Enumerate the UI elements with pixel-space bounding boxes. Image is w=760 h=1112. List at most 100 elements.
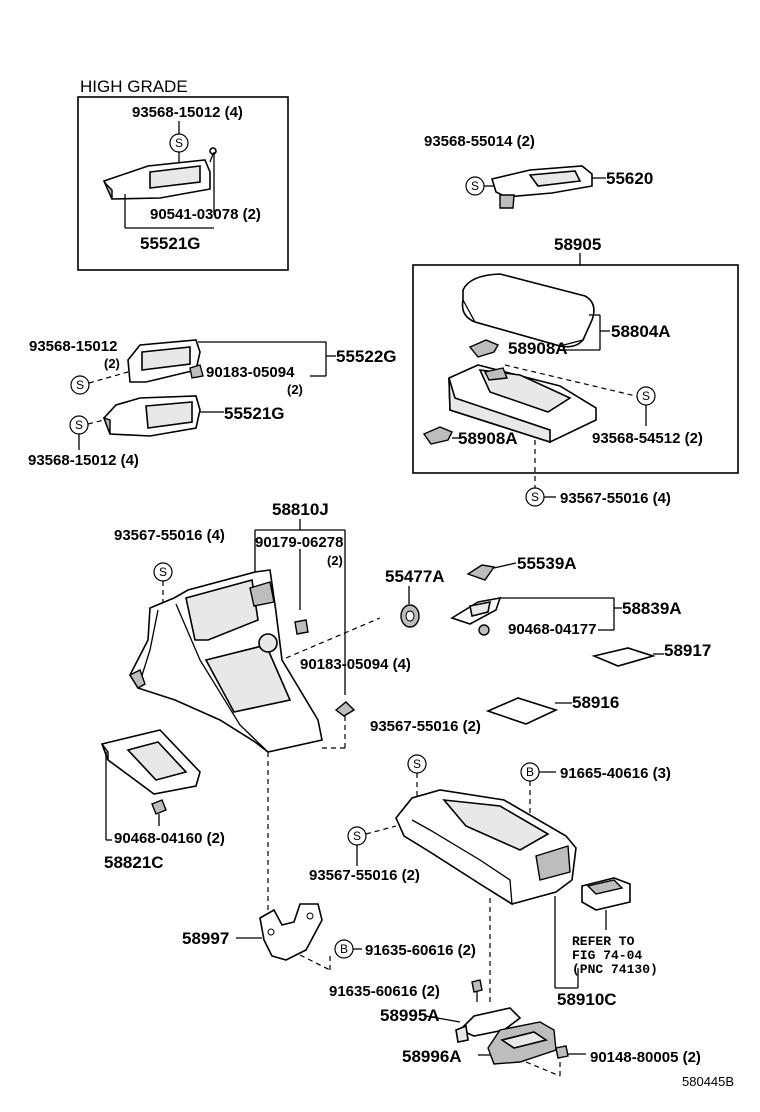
label-58997[interactable]: 58997 <box>182 929 229 948</box>
part-58839A-drawing <box>450 596 502 625</box>
label-55522G[interactable]: 55522G <box>336 347 397 366</box>
part-58996A-drawing <box>487 1021 557 1065</box>
high-grade-section: HIGH GRADE 93568-15012 (4) S 90541-03078… <box>77 77 289 271</box>
label-90183-05094-2[interactable]: 90183-05094 <box>206 364 295 381</box>
b-symbol-icon: B <box>520 762 540 782</box>
label-58810J[interactable]: 58810J <box>272 500 329 519</box>
part-58908A-lower-drawing <box>422 426 453 445</box>
part-55539A-drawing <box>466 564 496 581</box>
label-91665-40616[interactable]: 91665-40616 (3) <box>560 765 671 782</box>
part-58997-drawing <box>259 903 323 961</box>
label-93567-55016-4-mid[interactable]: 93567-55016 (4) <box>560 490 671 507</box>
s-symbol-icon: S <box>465 176 485 196</box>
part-58908A-upper-drawing <box>468 339 500 358</box>
s-symbol-icon: S <box>69 415 89 435</box>
label-58996A[interactable]: 58996A <box>402 1047 462 1066</box>
label-91635-60616-a[interactable]: 91635-60616 (2) <box>365 942 476 959</box>
label-93568-15012-bottom[interactable]: 93568-15012 (4) <box>28 452 139 469</box>
part-58810J-drawing <box>129 569 323 753</box>
s-symbol-icon: S <box>347 826 367 846</box>
s-symbol-icon: S <box>70 375 90 395</box>
svg-text:S: S <box>413 757 421 771</box>
label-93567-55016-2-b[interactable]: 93567-55016 (2) <box>309 867 420 884</box>
part-55522G-drawing <box>127 339 201 383</box>
label-93568-15012-top[interactable]: 93568-15012 (4) <box>132 104 243 121</box>
group-55620: 93568-55014 (2) S 55620 <box>424 133 653 209</box>
label-refer-line3[interactable]: (PNC 74130) <box>572 962 658 977</box>
label-93568-15012-left[interactable]: 93568-15012 <box>29 338 117 355</box>
label-91635-60616-b[interactable]: 91635-60616 (2) <box>329 983 440 1000</box>
label-90541-03078[interactable]: 90541-03078 (2) <box>150 206 261 223</box>
s-symbol-icon: S <box>407 754 427 774</box>
high-grade-title: HIGH GRADE <box>80 77 188 96</box>
svg-text:S: S <box>642 389 650 403</box>
part-90183-05094-4-drawing <box>334 701 356 717</box>
label-58916[interactable]: 58916 <box>572 693 619 712</box>
label-55620[interactable]: 55620 <box>606 169 653 188</box>
svg-text:S: S <box>175 136 183 150</box>
label-58910C[interactable]: 58910C <box>557 990 617 1009</box>
label-93568-15012-left-qty[interactable]: (2) <box>104 356 120 371</box>
part-91635-bolt-drawing <box>471 979 483 1002</box>
s-symbol-icon: S <box>169 133 189 153</box>
label-90468-04160[interactable]: 90468-04160 (2) <box>114 830 225 847</box>
label-90183-05094-4[interactable]: 90183-05094 (4) <box>300 656 411 673</box>
label-90148-80005[interactable]: 90148-80005 (2) <box>590 1049 701 1066</box>
label-refer-line2[interactable]: FIG 74-04 <box>572 948 642 963</box>
b-symbol-icon: B <box>334 939 354 959</box>
label-90179-06278-qty[interactable]: (2) <box>327 553 343 568</box>
label-93567-55016-left[interactable]: 93567-55016 (4) <box>114 527 225 544</box>
group-55521G-mid: S 55521G 93568-15012 (4) <box>28 395 285 469</box>
label-93568-55014[interactable]: 93568-55014 (2) <box>424 133 535 150</box>
part-55521G-mid-drawing <box>102 395 201 437</box>
group-58995A-58996A: 91635-60616 (2) 58995A 58996A 90148-8000… <box>329 898 701 1077</box>
part-58910C-drawing <box>395 789 577 906</box>
group-58997: 58997 B 91635-60616 (2) <box>182 752 476 971</box>
label-90179-06278[interactable]: 90179-06278 <box>255 534 343 551</box>
label-58905[interactable]: 58905 <box>554 235 601 254</box>
part-74130-drawing <box>581 877 631 911</box>
svg-text:B: B <box>340 942 348 956</box>
part-55521G-drawing <box>102 147 217 200</box>
svg-text:S: S <box>353 829 361 843</box>
part-55477A-drawing <box>400 604 420 628</box>
svg-text:S: S <box>75 418 83 432</box>
part-58916-drawing <box>485 697 559 725</box>
part-90148-bolt-drawing <box>555 1045 569 1059</box>
part-58804A-drawing <box>461 273 595 348</box>
group-ashtray: 55477A 55539A 58839A 90468-04177 58917 <box>385 554 711 725</box>
part-58917-drawing <box>591 647 656 667</box>
label-58917[interactable]: 58917 <box>664 641 711 660</box>
svg-text:S: S <box>471 179 479 193</box>
group-58821C: 90468-04160 (2) 58821C <box>100 729 225 872</box>
s-symbol-icon: S <box>153 562 173 582</box>
armrest-base-drawing <box>448 364 597 444</box>
label-90183-05094-2-qty[interactable]: (2) <box>287 382 303 397</box>
label-93568-54512[interactable]: 93568-54512 (2) <box>592 430 703 447</box>
label-90468-04177[interactable]: 90468-04177 <box>508 621 596 638</box>
label-58908A-upper[interactable]: 58908A <box>508 339 568 358</box>
label-refer-line1[interactable]: REFER TO <box>572 934 635 949</box>
label-55477A[interactable]: 55477A <box>385 567 445 586</box>
svg-text:S: S <box>76 378 84 392</box>
group-58910C: 93567-55016 (2) S B 91665-40616 (3) S 93… <box>309 718 671 1009</box>
label-55521G-top[interactable]: 55521G <box>140 234 201 253</box>
svg-text:S: S <box>531 490 539 504</box>
s-symbol-icon: S <box>525 487 545 507</box>
label-58908A-lower[interactable]: 58908A <box>458 429 518 448</box>
label-55521G-mid[interactable]: 55521G <box>224 404 285 423</box>
figure-code: 580445B <box>682 1074 734 1089</box>
s-symbol-icon: S <box>636 386 656 406</box>
label-58804A[interactable]: 58804A <box>611 322 671 341</box>
label-58839A[interactable]: 58839A <box>622 599 682 618</box>
label-58995A[interactable]: 58995A <box>380 1006 440 1025</box>
group-55522G: 93568-15012 (2) S 90183-05094 (2) 55522G <box>29 338 397 397</box>
part-90179-06278-drawing <box>294 619 309 635</box>
label-93567-55016-2-a[interactable]: 93567-55016 (2) <box>370 718 481 735</box>
label-55539A[interactable]: 55539A <box>517 554 577 573</box>
label-58821C[interactable]: 58821C <box>104 853 164 872</box>
part-90183-05094-drawing <box>189 364 204 379</box>
part-90468-04177-drawing <box>478 624 490 636</box>
part-90468-04160-drawing <box>151 799 167 826</box>
